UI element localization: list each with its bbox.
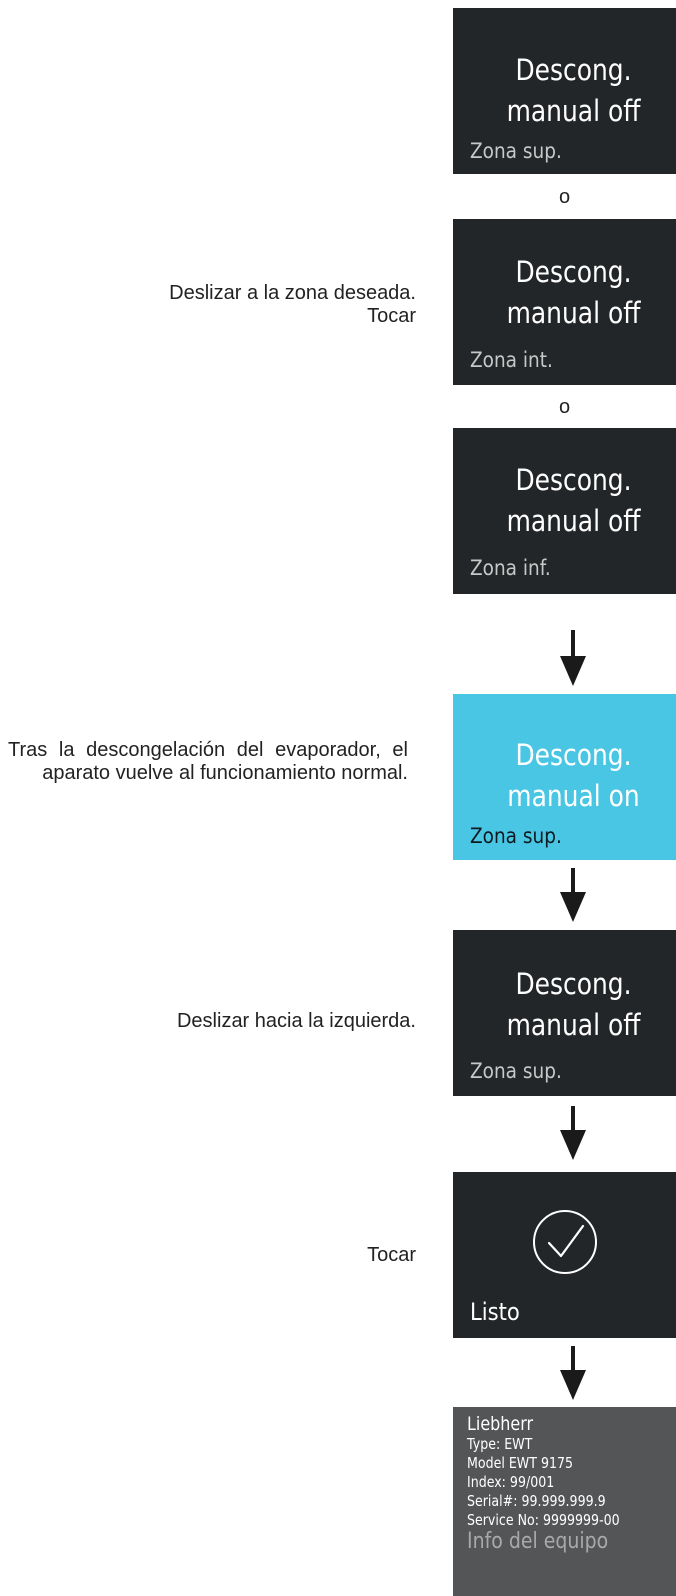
screen-title: Descong. manual on xyxy=(485,735,661,817)
arrow-down-icon xyxy=(560,868,586,922)
screen-zone-label: Zona sup. xyxy=(470,824,562,848)
screen-title-line1: Descong. xyxy=(515,53,632,87)
screen-defrost-lower-off[interactable]: Descong. manual off Zona inf. xyxy=(453,428,676,594)
instruction-swipe-zone-text: Deslizar a la zona deseada. xyxy=(169,282,416,304)
or-label: o xyxy=(558,396,571,418)
device-serial: Serial#: 99.999.999.9 xyxy=(467,1492,606,1510)
instruction-tap: Tocar xyxy=(367,1244,416,1266)
arrow-down-icon xyxy=(560,1106,586,1160)
screen-zone-label: Zona int. xyxy=(470,348,553,372)
screen-title-line1: Descong. xyxy=(515,463,632,497)
screen-title-line2: manual off xyxy=(506,296,641,330)
device-model: Model EWT 9175 xyxy=(467,1454,574,1472)
device-index: Index: 99/001 xyxy=(467,1473,555,1491)
screen-zone-label: Zona sup. xyxy=(470,1059,562,1083)
arrow-down-icon xyxy=(560,630,586,686)
instruction-swipe-left: Deslizar hacia la izquierda. xyxy=(176,1010,416,1032)
screen-defrost-upper-off[interactable]: Descong. manual off Zona sup. xyxy=(453,8,676,174)
instruction-tap-text: Tocar xyxy=(367,305,416,327)
screen-zone-label: Zona inf. xyxy=(470,556,551,580)
screen-defrost-upper-on[interactable]: Descong. manual on Zona sup. xyxy=(453,694,676,860)
screen-title: Descong. manual off xyxy=(485,50,661,132)
screen-defrost-middle-off[interactable]: Descong. manual off Zona int. xyxy=(453,219,676,385)
device-brand: Liebherr xyxy=(467,1413,534,1435)
check-circle-icon[interactable] xyxy=(531,1208,599,1276)
screen-title: Descong. manual off xyxy=(485,460,661,542)
arrow-down-icon xyxy=(560,1346,586,1400)
instruction-swipe-zone: Deslizar a la zona deseada. Tocar xyxy=(169,282,416,328)
screen-title-line2: manual on xyxy=(507,779,640,813)
screen-title-line1: Descong. xyxy=(515,255,632,289)
screen-done[interactable]: Listo xyxy=(453,1172,676,1338)
screen-title-line2: manual off xyxy=(506,94,641,128)
screen-defrost-upper-off-return[interactable]: Descong. manual off Zona sup. xyxy=(453,930,676,1096)
device-type: Type: EWT xyxy=(467,1435,533,1453)
screen-zone-label: Zona sup. xyxy=(470,139,562,163)
device-info-footer: Info del equipo xyxy=(467,1529,609,1554)
instruction-after-defrost: Tras la descongelación del evaporador, e… xyxy=(8,739,408,784)
screen-title: Descong. manual off xyxy=(485,964,661,1046)
screen-title-line2: manual off xyxy=(506,504,641,538)
screen-title-line1: Descong. xyxy=(515,738,632,772)
device-service-number: Service No: 9999999-00 xyxy=(467,1511,620,1529)
screen-title-line1: Descong. xyxy=(515,967,632,1001)
screen-device-info[interactable]: Liebherr Type: EWT Model EWT 9175 Index:… xyxy=(453,1407,676,1596)
done-label: Listo xyxy=(470,1298,520,1326)
screen-title: Descong. manual off xyxy=(485,252,661,334)
or-label: o xyxy=(558,186,571,208)
screen-title-line2: manual off xyxy=(506,1008,641,1042)
